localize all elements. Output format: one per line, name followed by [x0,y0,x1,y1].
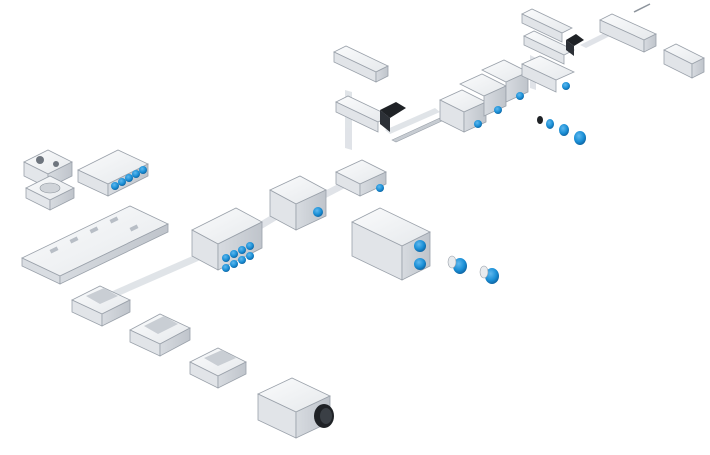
din-rail-base-plate [21,205,169,285]
end-plate-small [663,43,705,79]
mounting-bracket-icon [71,285,131,327]
valve-with-coil [335,95,406,133]
sub-base-icon [269,175,327,231]
right-valve-stack [439,59,529,133]
mounting-bracket-2 [129,313,191,357]
sub-base-2 [335,159,387,197]
pressure-zone-plate [351,207,431,281]
push-in-fittings [447,255,499,284]
mounting-bracket-3 [189,347,247,389]
main-valve-manifold [191,207,263,272]
bus-node-cover [25,175,75,211]
small-valve-manifold [77,149,149,197]
upper-valve-plate [333,45,389,83]
pneumatic-connector-icon [111,182,119,190]
electrical-plug-icon [257,377,334,439]
end-plate-module [599,3,657,53]
top-right-valve-column [521,8,584,93]
right-fittings-row [537,116,586,145]
